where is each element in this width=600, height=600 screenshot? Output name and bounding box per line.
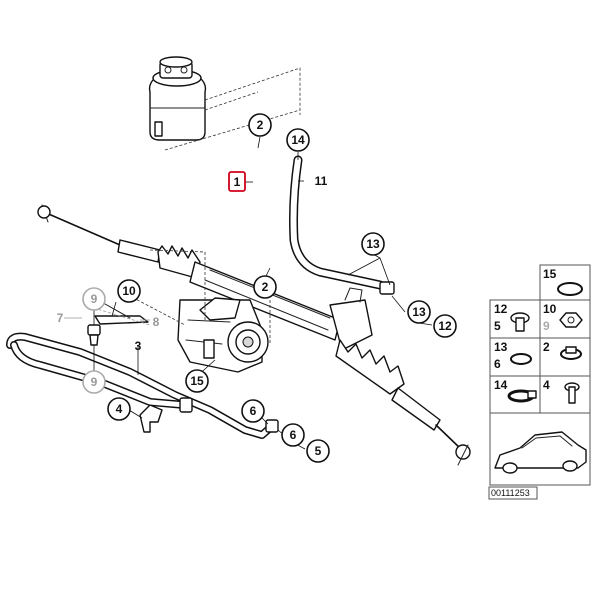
callout-1[interactable] bbox=[228, 171, 246, 192]
pump-drawing bbox=[177, 297, 269, 373]
svg-text:9: 9 bbox=[91, 292, 98, 306]
callout-5[interactable]: 5 bbox=[306, 439, 330, 463]
legend-num-6: 6 bbox=[494, 357, 501, 371]
svg-text:6: 6 bbox=[290, 428, 297, 442]
legend-num-13: 13 bbox=[494, 340, 508, 354]
legend-num-15: 15 bbox=[543, 267, 557, 281]
callout-10[interactable]: 10 bbox=[117, 279, 141, 303]
callout-6-top[interactable]: 6 bbox=[241, 399, 265, 423]
reference-number: 00111253 bbox=[491, 488, 530, 498]
svg-text:2: 2 bbox=[257, 118, 264, 132]
hose-11-drawing bbox=[289, 155, 395, 295]
svg-text:15: 15 bbox=[190, 374, 204, 388]
legend-num-12: 12 bbox=[494, 302, 508, 316]
legend-bolt-icon bbox=[510, 312, 530, 332]
legend-num-4: 4 bbox=[543, 378, 550, 392]
callout-13-bottom[interactable]: 13 bbox=[407, 300, 431, 324]
bracket-4-drawing bbox=[139, 404, 163, 433]
svg-text:10: 10 bbox=[122, 284, 136, 298]
svg-text:2: 2 bbox=[262, 280, 269, 294]
callout-11[interactable]: 11 bbox=[315, 174, 328, 188]
legend-num-14: 14 bbox=[494, 378, 508, 392]
svg-text:4: 4 bbox=[116, 402, 123, 416]
legend-ring-icon bbox=[557, 282, 583, 296]
svg-text:14: 14 bbox=[291, 133, 305, 147]
svg-text:12: 12 bbox=[438, 319, 452, 333]
svg-text:6: 6 bbox=[250, 404, 257, 418]
callout-15[interactable]: 15 bbox=[185, 369, 209, 393]
svg-text:13: 13 bbox=[412, 305, 426, 319]
steering-rack-drawing bbox=[37, 204, 471, 466]
callout-2-top[interactable]: 2 bbox=[248, 113, 272, 137]
hose-1-drawing bbox=[253, 145, 273, 271]
callout-1-label: 1 bbox=[234, 175, 241, 189]
callout-2-middle[interactable]: 2 bbox=[253, 275, 277, 299]
svg-text:13: 13 bbox=[366, 237, 380, 251]
legend-washer-icon bbox=[510, 353, 532, 365]
legend-clamp-icon bbox=[560, 346, 582, 360]
legend-nut-icon bbox=[559, 312, 583, 328]
callout-3[interactable]: 3 bbox=[135, 339, 142, 353]
legend-num-2: 2 bbox=[543, 340, 550, 354]
legend-hose-clamp-icon bbox=[507, 389, 537, 403]
legend-num-10: 10 bbox=[543, 302, 557, 316]
callout-8[interactable]: 8 bbox=[153, 315, 160, 329]
callout-9-top[interactable]: 9 bbox=[82, 287, 106, 311]
callout-13-top[interactable]: 13 bbox=[361, 232, 385, 256]
callout-14[interactable]: 14 bbox=[286, 128, 310, 152]
callout-9-bottom[interactable]: 9 bbox=[82, 370, 106, 394]
reference-box bbox=[488, 486, 538, 500]
reservoir-drawing bbox=[148, 56, 207, 141]
legend-num-9: 9 bbox=[543, 319, 550, 333]
callout-12[interactable]: 12 bbox=[433, 314, 457, 338]
car-silhouette-icon bbox=[494, 431, 587, 474]
svg-text:5: 5 bbox=[315, 444, 322, 458]
svg-text:9: 9 bbox=[91, 375, 98, 389]
callout-7[interactable]: 7 bbox=[57, 311, 64, 325]
callout-4[interactable]: 4 bbox=[107, 397, 131, 421]
legend-num-5: 5 bbox=[494, 319, 501, 333]
legend-screw-icon bbox=[564, 382, 580, 404]
grommet-drawing bbox=[87, 324, 101, 346]
callout-6-bottom[interactable]: 6 bbox=[281, 423, 305, 447]
